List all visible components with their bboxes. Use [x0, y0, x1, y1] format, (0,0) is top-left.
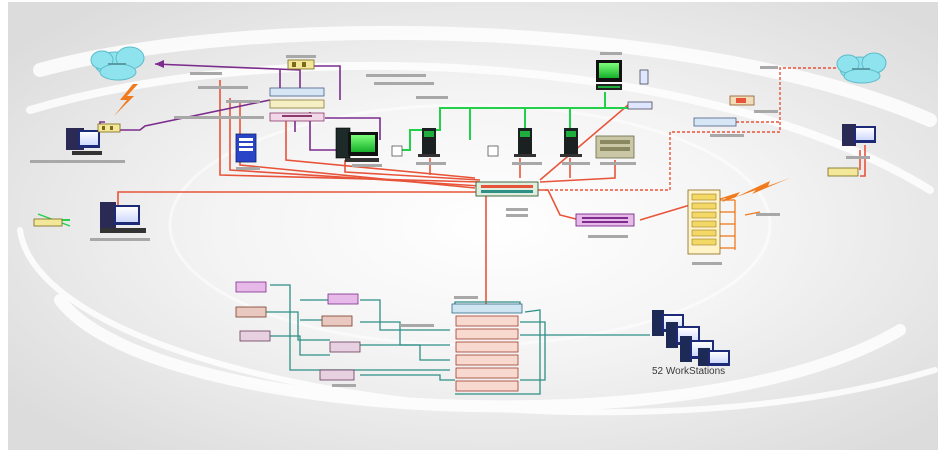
router-icon [269, 87, 325, 122]
server-tower-icon [235, 133, 257, 163]
computer-icon [596, 60, 622, 90]
workstation-cluster-icon [652, 310, 730, 366]
computer-icon [100, 202, 146, 233]
server-tower-icon [335, 127, 379, 162]
server-tower-icon [418, 128, 440, 157]
server-tower-icon [560, 128, 582, 157]
rack-icon [687, 189, 721, 255]
cloud-label-placeholder [852, 68, 870, 70]
computer-icon [842, 124, 876, 146]
modem-icon [627, 69, 653, 110]
rack-icon [595, 135, 635, 159]
router-icon [235, 281, 361, 381]
router-icon [729, 95, 755, 106]
cloud-label-placeholder [108, 63, 126, 65]
workstations-label: 52 WorkStations [652, 366, 726, 377]
arrowhead [155, 60, 164, 68]
dashed-wan-link [545, 67, 840, 191]
lightning-link-icon [114, 84, 138, 116]
computer-icon [66, 128, 102, 155]
router-icon [575, 213, 635, 227]
patch-panel-icon [391, 145, 499, 157]
illegible-labels [30, 52, 870, 387]
router-icon [693, 117, 737, 127]
modem-icon [33, 218, 63, 227]
rack-icon [451, 303, 523, 392]
lightning-link-icon [700, 178, 790, 205]
switch-icon [475, 181, 539, 197]
links-teal [262, 284, 650, 395]
modem-icon [97, 123, 121, 133]
modem-icon [827, 167, 859, 177]
modem-icon [287, 59, 315, 70]
server-tower-icon [514, 128, 536, 157]
